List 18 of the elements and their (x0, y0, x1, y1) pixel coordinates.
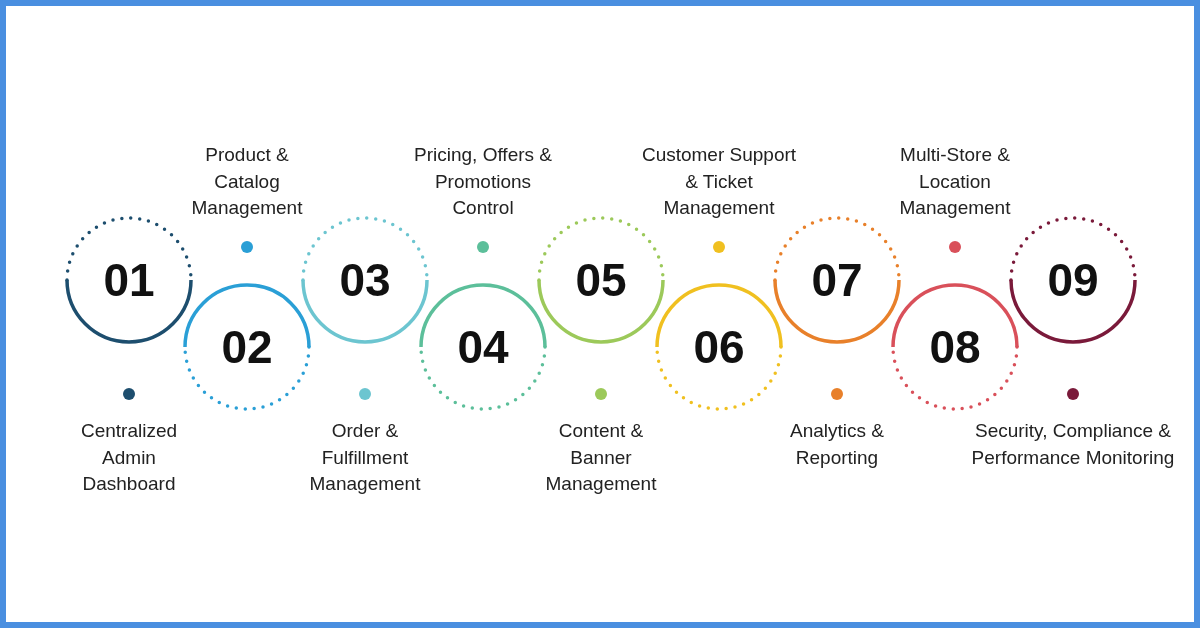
step-number: 05 (574, 254, 628, 306)
step-number: 09 (1046, 254, 1100, 306)
step-number: 07 (810, 254, 864, 306)
step-label: Analytics & Reporting (789, 419, 885, 470)
step-label: Pricing, Offers & Promotions Control (413, 143, 553, 220)
step-label: Multi-Store & Location Management (898, 143, 1012, 220)
step-label: Centralized Admin Dashboard (79, 419, 179, 496)
step-number: 03 (338, 254, 392, 306)
step-number: 02 (220, 321, 274, 373)
step-number: 06 (692, 321, 746, 373)
step-number: 01 (102, 254, 156, 306)
step-label: Security, Compliance & Performance Monitoring (970, 419, 1176, 470)
step-label: Customer Support & Ticket Management (640, 143, 798, 220)
step-label: Order & Fulfillment Management (308, 419, 422, 496)
step-label: Product & Catalog Management (190, 143, 304, 220)
step-number: 08 (928, 321, 982, 373)
step-number: 04 (456, 321, 510, 373)
step-label: Content & Banner Management (544, 419, 658, 496)
